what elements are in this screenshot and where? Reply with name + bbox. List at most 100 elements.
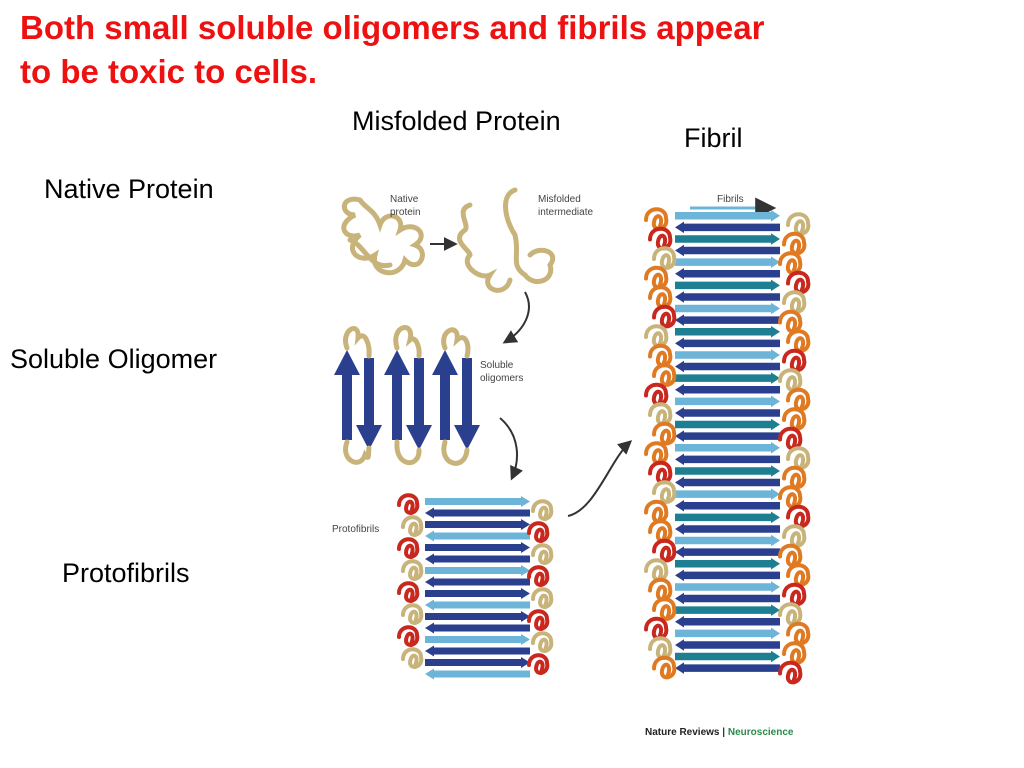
fibril-label: Fibril	[684, 123, 743, 153]
fibril-coil	[778, 660, 803, 685]
fibril-coil	[644, 558, 669, 582]
fibril-strand	[675, 372, 780, 384]
misfolded-intermediate-text-2: intermediate	[538, 207, 593, 218]
fibril-coil	[782, 407, 807, 431]
fibril-coil	[648, 402, 673, 426]
fibril-strand	[675, 302, 780, 315]
title-line-1: Both small soluble oligomers and fibrils…	[20, 9, 765, 46]
slide-title: Both small soluble oligomers and fibrils…	[20, 6, 960, 94]
fibril-strand	[675, 511, 780, 524]
protofibril-strand	[425, 553, 530, 565]
fibril-coil	[782, 348, 807, 373]
figure-credit: Nature Reviews | Neuroscience	[645, 727, 793, 738]
protofibril-strand	[425, 565, 530, 576]
misfolded-intermediate-coil	[456, 187, 555, 293]
protofibril-strand	[425, 611, 530, 622]
fibril-coil	[778, 251, 803, 275]
protofibril-strand	[425, 634, 530, 645]
protofibrils-text: Protofibrils	[332, 524, 379, 535]
protofibril-coil	[397, 581, 420, 603]
protofibril-strand	[425, 668, 530, 680]
protofibril-strand	[425, 622, 530, 634]
fibril-strand	[675, 581, 780, 593]
fibril-coil	[644, 499, 669, 524]
fibril-strand	[675, 268, 780, 280]
fibril-strand	[675, 233, 780, 245]
soluble-oligomer-strands	[334, 325, 480, 466]
protofibril-coil	[527, 521, 550, 543]
protofibril-coil	[527, 609, 550, 631]
protofibril-coil	[397, 625, 420, 647]
fibril-strand	[675, 395, 780, 408]
native-protein-text-2: protein	[390, 207, 421, 218]
fibril-coil	[782, 641, 807, 665]
fibril-strand	[675, 500, 780, 512]
fibril-coil	[786, 504, 811, 529]
fibril-coil	[786, 270, 811, 295]
fibril-strand	[675, 349, 780, 361]
fibril-strand	[675, 465, 780, 477]
fibril-coil	[644, 265, 669, 290]
fibril-coil	[644, 382, 669, 407]
fibril-coil	[644, 616, 669, 641]
protofibril-coil	[401, 559, 424, 581]
fibril-strand	[675, 616, 780, 628]
soluble-oligomers-text-1: Soluble	[480, 360, 514, 371]
protofibril-strand	[425, 496, 530, 507]
fibril-coil	[644, 324, 669, 348]
fibrils-text: Fibrils	[717, 194, 744, 205]
fibril-coil	[648, 285, 673, 309]
fibril-strand	[675, 279, 780, 292]
fibril-strand	[675, 291, 780, 303]
protofibril-coil	[401, 647, 424, 669]
amyloid-aggregation-figure: Native protein Misfolded intermediate So…	[332, 187, 811, 685]
fibril-strand	[675, 256, 780, 268]
fibril-strand	[675, 488, 780, 500]
fibril-strand	[675, 604, 780, 616]
fibril-coil	[652, 304, 677, 329]
fibril-coil	[782, 582, 807, 607]
fibril-coil	[652, 480, 677, 504]
credit-journal-sub: Neuroscience	[727, 727, 794, 738]
fibril-strand	[675, 210, 780, 222]
protofibril-coil	[401, 603, 424, 625]
fibril-coil	[786, 621, 811, 646]
credit-separator: |	[722, 727, 726, 738]
fibril-strand	[675, 244, 780, 257]
fibril-strand	[675, 442, 780, 454]
fibril-coil	[782, 231, 807, 256]
protofibril-coil	[531, 543, 554, 565]
fibril-strand	[675, 639, 780, 651]
credit-journal: Nature Reviews	[645, 727, 720, 738]
fibril-strand	[675, 650, 780, 663]
fibril-strand	[675, 546, 780, 558]
protofibril-coil	[531, 499, 554, 521]
protofibril-coil	[397, 493, 420, 515]
fibril-coil	[648, 226, 673, 251]
protofibril-strand	[425, 645, 530, 657]
fibril-strand	[675, 430, 780, 442]
fibril-strand	[675, 534, 780, 547]
fibril-strand	[675, 221, 780, 234]
native-protein-text-1: Native	[390, 194, 419, 205]
fibril-coil	[782, 290, 807, 314]
protofibril-strand	[425, 599, 530, 611]
fibril-coil	[782, 465, 807, 490]
protofibril-coil	[531, 587, 554, 609]
fibril-strand	[675, 569, 780, 582]
protofibril-strand	[425, 576, 530, 588]
native-protein-coil	[341, 196, 425, 276]
fibril-strand	[675, 337, 780, 350]
protofibril-coil	[531, 631, 554, 653]
fibril-strand	[675, 627, 780, 640]
fibril-coil	[652, 655, 677, 680]
fibril-coil	[778, 543, 803, 568]
fibril-strand	[675, 384, 780, 396]
protofibril-strand	[425, 542, 530, 553]
arrow-oligomers-to-protofibrils	[499, 417, 523, 481]
protofibril-coil	[401, 515, 424, 537]
fibril-coil	[652, 538, 677, 563]
fibril-strand	[675, 326, 780, 338]
fibril-coil	[648, 343, 673, 368]
fibril-strand	[675, 662, 780, 674]
